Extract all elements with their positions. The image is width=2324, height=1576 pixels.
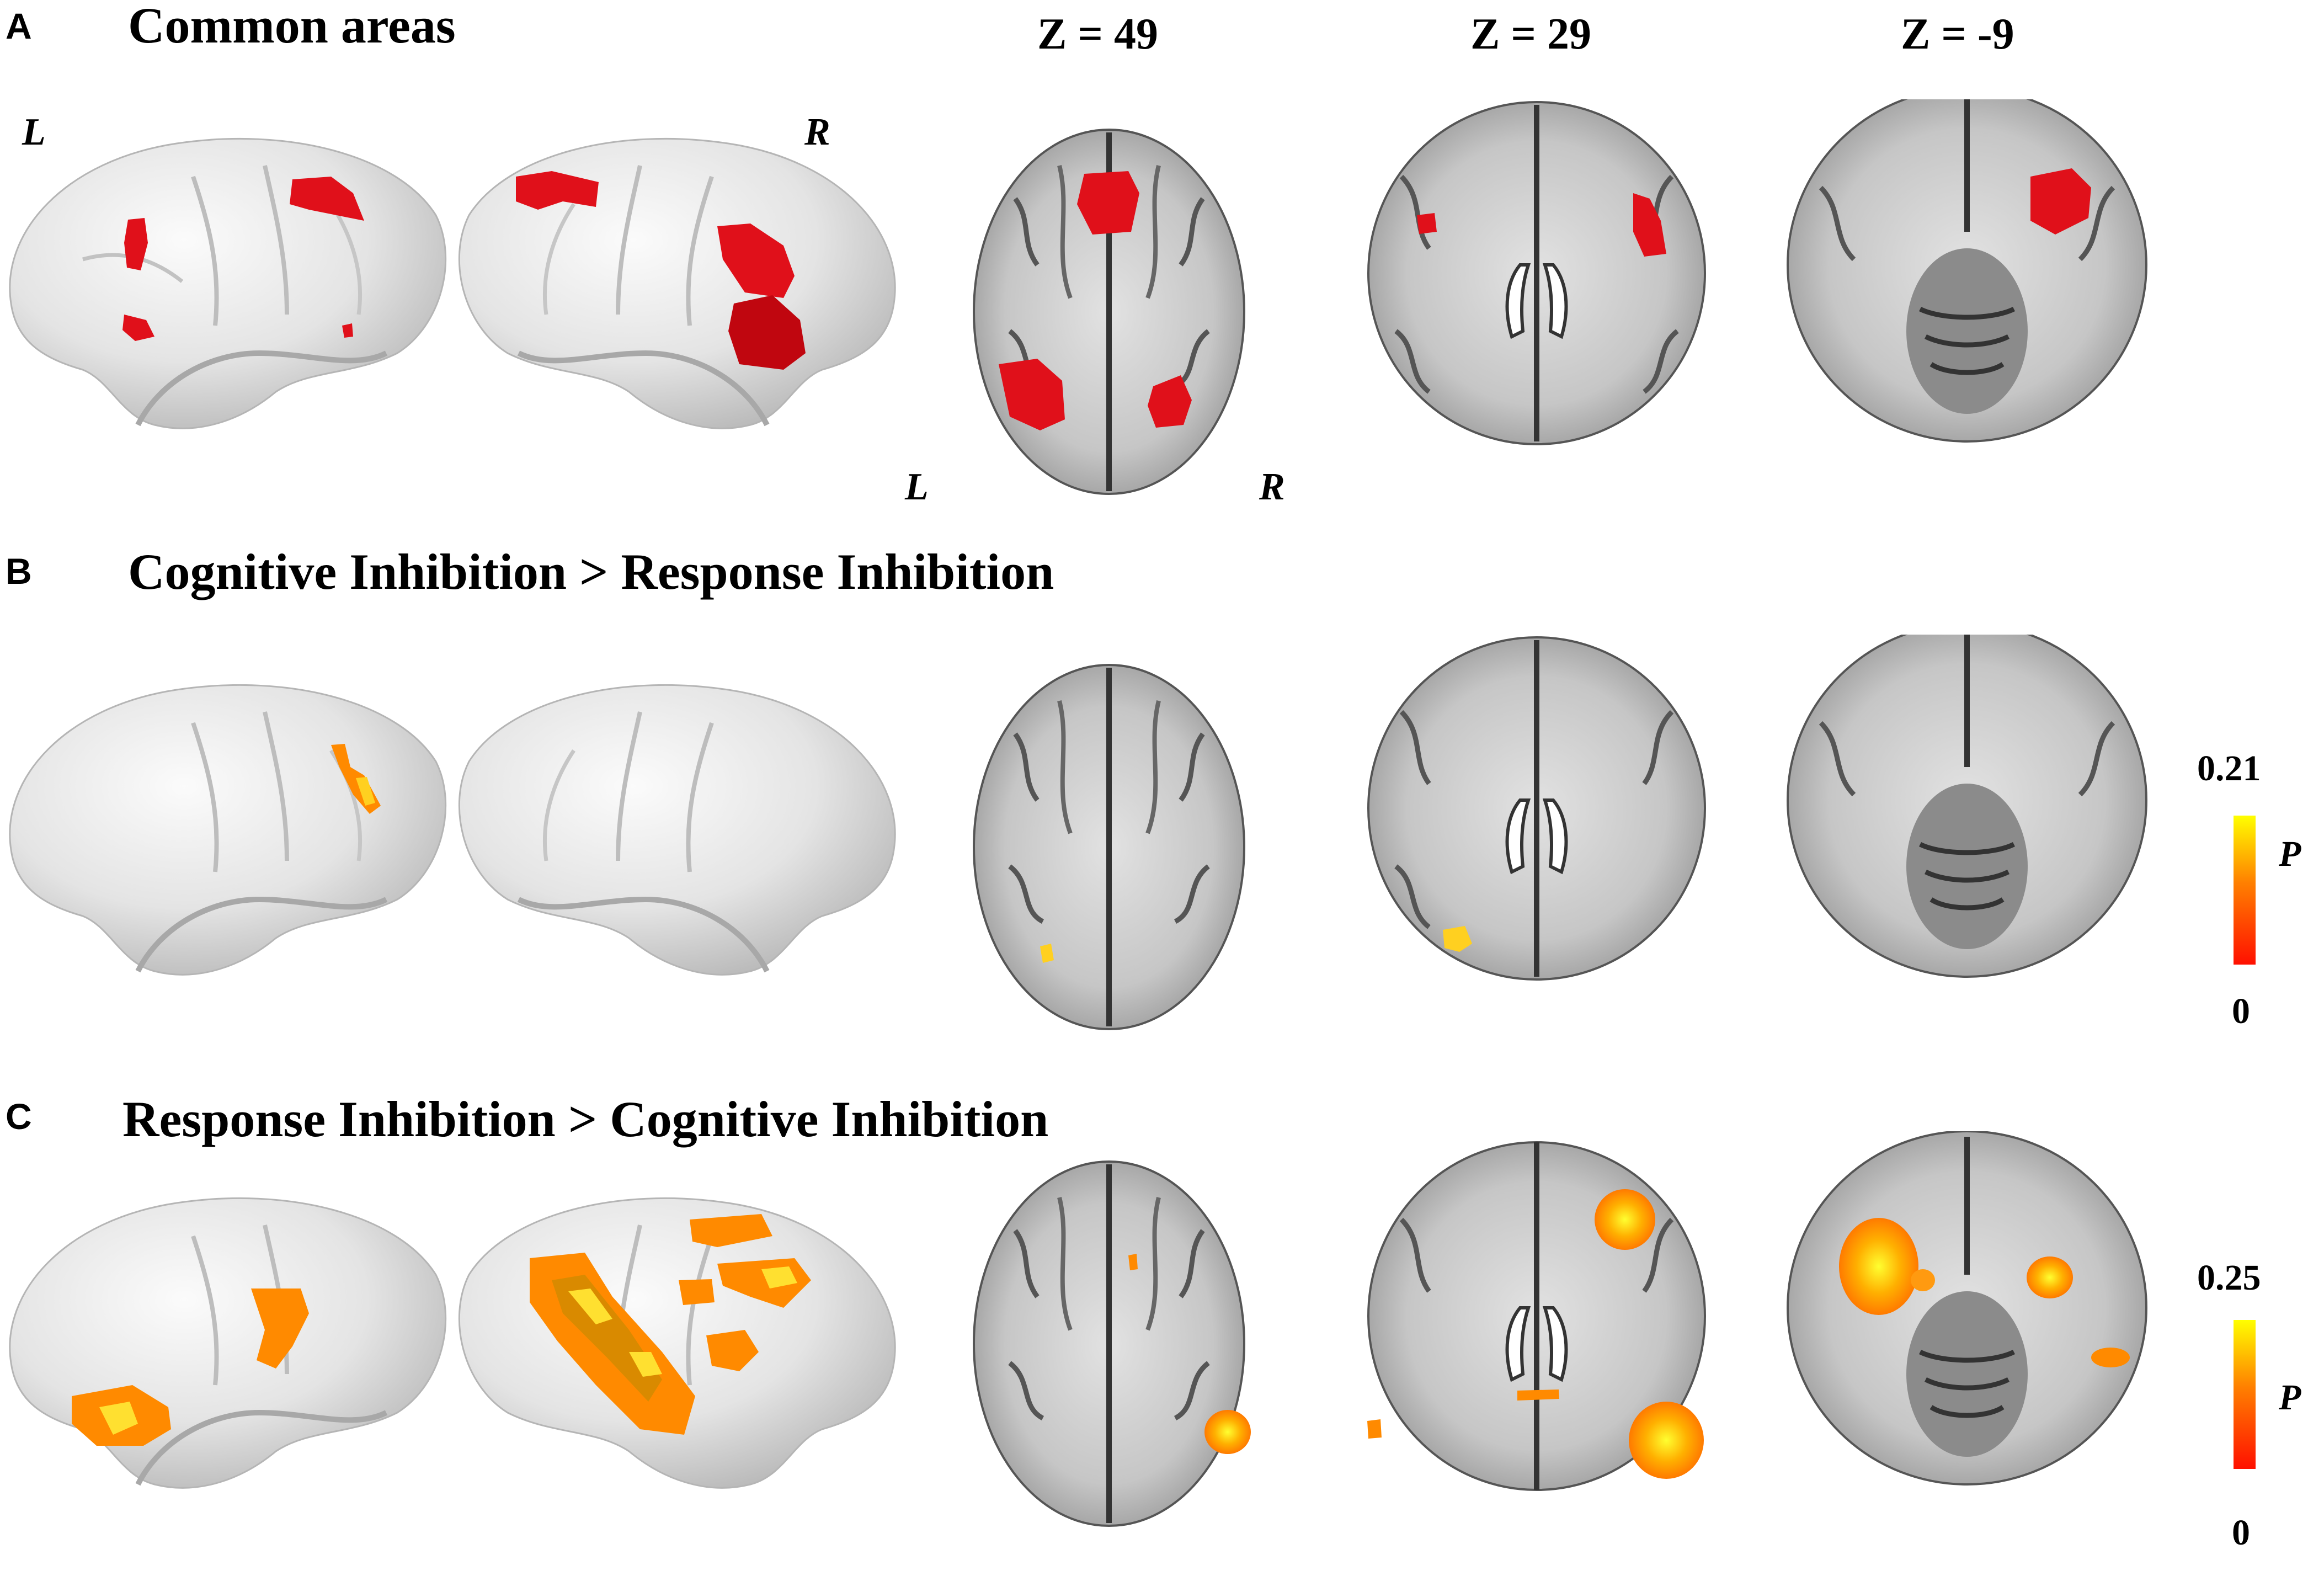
surface-right-label: R xyxy=(804,111,830,153)
row-b-surfaces xyxy=(9,684,896,976)
axial-slice-z29-b xyxy=(1367,636,1706,981)
colorbar-c-symbol: P xyxy=(2279,1377,2301,1418)
panel-b-letter: B xyxy=(6,551,32,592)
right-hemisphere-surface-c xyxy=(458,1197,896,1489)
surface-left-label: L xyxy=(22,111,46,153)
right-hemisphere-surface-b xyxy=(458,684,896,976)
row-c-slices xyxy=(973,1131,2147,1527)
slice-label-z49: Z = 49 xyxy=(1037,10,1158,58)
axial-slice-z-9-b xyxy=(1787,635,2147,978)
axial-slice-z-9 xyxy=(1787,99,2147,443)
right-hemisphere-surface xyxy=(458,137,896,429)
axial-slice-z49 xyxy=(973,129,1245,495)
panel-b-title: Cognitive Inhibition > Response Inhibiti… xyxy=(128,544,1054,600)
axial-slice-z29-c xyxy=(1367,1141,1706,1491)
left-hemisphere-surface xyxy=(9,137,447,429)
left-hemisphere-surface-b xyxy=(9,684,447,976)
axial-slice-z29 xyxy=(1367,101,1706,445)
row-c-surfaces xyxy=(9,1197,896,1489)
colorbar-b-max: 0.21 xyxy=(2197,748,2261,789)
panel-a-letter: A xyxy=(6,6,32,46)
slice-left-label: L xyxy=(905,466,929,508)
left-hemisphere-surface-c xyxy=(9,1197,447,1489)
axial-slice-z49-c xyxy=(973,1160,1251,1527)
colorbar-c-min: 0 xyxy=(2232,1513,2250,1553)
slice-right-label: R xyxy=(1259,466,1285,508)
colorbar-c-max: 0.25 xyxy=(2197,1258,2261,1298)
colorbar-c xyxy=(2234,1320,2256,1469)
slice-label-z29: Z = 29 xyxy=(1470,10,1591,58)
panel-c-letter: C xyxy=(6,1096,32,1137)
panel-c-title: Response Inhibition > Cognitive Inhibiti… xyxy=(122,1091,1049,1147)
row-b-slices xyxy=(973,635,2147,1030)
row-a-surfaces xyxy=(9,137,896,429)
panel-a-title: Common areas xyxy=(128,0,456,54)
colorbar-b-symbol: P xyxy=(2279,834,2301,874)
axial-slice-z49-b xyxy=(973,664,1245,1030)
colorbar-b xyxy=(2234,816,2256,965)
row-a-slices xyxy=(973,99,2147,495)
axial-slice-z-9-c xyxy=(1787,1131,2147,1486)
slice-label-z-9: Z = -9 xyxy=(1901,10,2014,58)
colorbar-b-min: 0 xyxy=(2232,991,2250,1031)
